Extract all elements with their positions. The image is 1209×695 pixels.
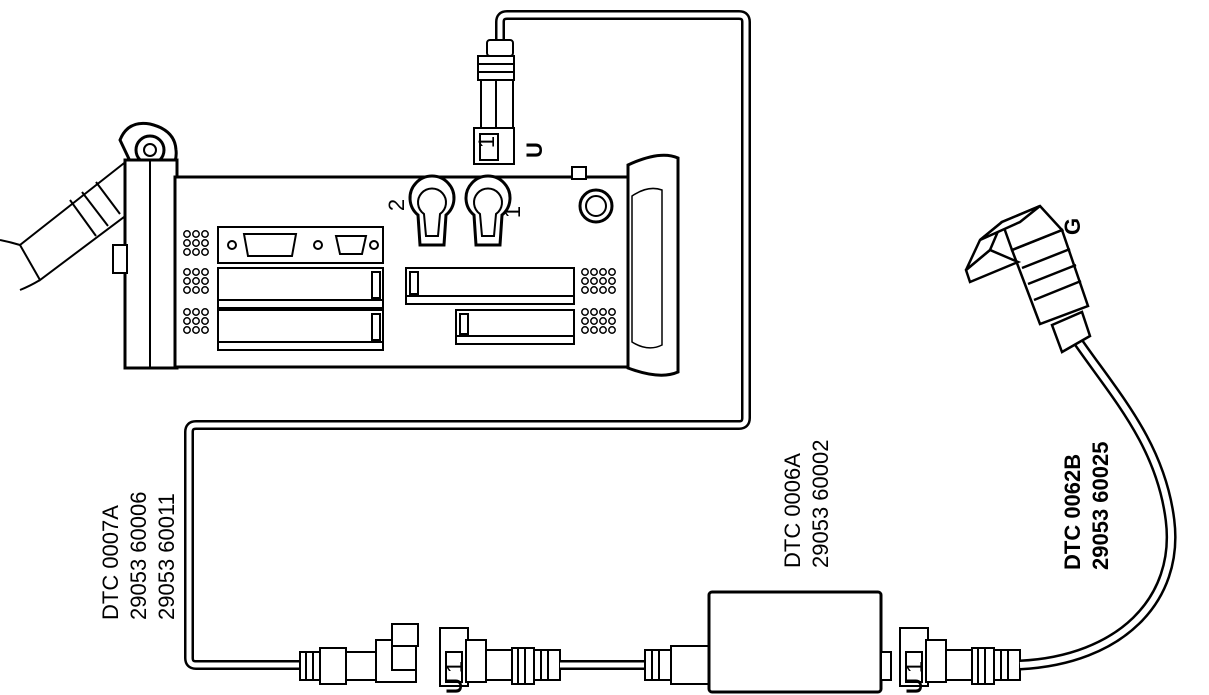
cable-dtc-0062b — [1019, 326, 1177, 671]
cable-b-code-label: DTC 0062B — [1060, 454, 1085, 570]
vent-hole — [183, 239, 191, 247]
vent-hole — [183, 230, 191, 238]
cable-a-code-label: DTC 0007A — [98, 505, 123, 620]
vent-hole — [581, 326, 589, 334]
device-vents — [183, 230, 616, 334]
vent-hole — [581, 317, 589, 325]
pin-1-label-right: 1 — [902, 661, 927, 673]
module-dtc-0006a — [644, 590, 892, 694]
right-connector-u-label: U — [902, 678, 927, 694]
vent-hole — [201, 286, 209, 294]
vent-hole — [599, 326, 607, 334]
port-2-label: 2 — [384, 199, 409, 211]
vent-hole — [201, 326, 209, 334]
vent-hole — [590, 286, 598, 294]
test-device — [0, 121, 680, 377]
vent-hole — [599, 277, 607, 285]
vent-hole — [608, 268, 616, 276]
vent-hole — [608, 317, 616, 325]
cable-dtc-0007a — [184, 10, 751, 670]
vent-hole — [201, 239, 209, 247]
vent-hole — [183, 317, 191, 325]
vent-hole — [608, 326, 616, 334]
vent-hole — [590, 326, 598, 334]
pin-1-label-top: 1 — [474, 136, 499, 148]
vent-hole — [183, 326, 191, 334]
vent-hole — [581, 268, 589, 276]
vent-hole — [192, 286, 200, 294]
cable-a-part1-label: 29053 60006 — [126, 492, 151, 620]
cable-a-part2-label: 29053 60011 — [154, 493, 179, 620]
vent-hole — [183, 277, 191, 285]
vent-hole — [192, 248, 200, 256]
vent-hole — [599, 286, 607, 294]
vent-hole — [183, 268, 191, 276]
vent-hole — [192, 308, 200, 316]
vent-hole — [192, 230, 200, 238]
vent-hole — [590, 277, 598, 285]
top-connector-u — [473, 39, 515, 165]
right-connector-u — [899, 627, 1021, 687]
vent-hole — [581, 308, 589, 316]
vent-hole — [599, 317, 607, 325]
vent-hole — [608, 308, 616, 316]
g-connector — [964, 204, 1092, 354]
vent-hole — [590, 308, 598, 316]
vent-hole — [192, 268, 200, 276]
vent-hole — [201, 317, 209, 325]
vent-hole — [581, 277, 589, 285]
vent-hole — [201, 277, 209, 285]
vent-hole — [201, 248, 209, 256]
middle-connector-u-label: U — [442, 678, 467, 694]
vent-hole — [201, 268, 209, 276]
g-connector-label: G — [1060, 218, 1085, 235]
module-part-label: 29053 60002 — [808, 440, 833, 568]
vent-hole — [599, 308, 607, 316]
vent-hole — [201, 308, 209, 316]
vent-hole — [192, 277, 200, 285]
vent-hole — [590, 268, 598, 276]
vent-hole — [192, 317, 200, 325]
vent-hole — [608, 277, 616, 285]
vent-hole — [183, 248, 191, 256]
vent-hole — [608, 286, 616, 294]
cable-b-part-label: 29053 60025 — [1088, 442, 1113, 570]
module-code-label: DTC 0006A — [780, 453, 805, 568]
vent-hole — [590, 317, 598, 325]
top-connector-u-label: U — [522, 142, 547, 158]
vent-hole — [581, 286, 589, 294]
vent-hole — [192, 326, 200, 334]
vent-hole — [183, 308, 191, 316]
vent-hole — [183, 286, 191, 294]
port-1-label: 1 — [500, 206, 525, 218]
pin-1-label-middle: 1 — [442, 661, 467, 673]
bottom-connector-chain — [299, 623, 561, 687]
vent-hole — [599, 268, 607, 276]
vent-hole — [192, 239, 200, 247]
vent-hole — [201, 230, 209, 238]
